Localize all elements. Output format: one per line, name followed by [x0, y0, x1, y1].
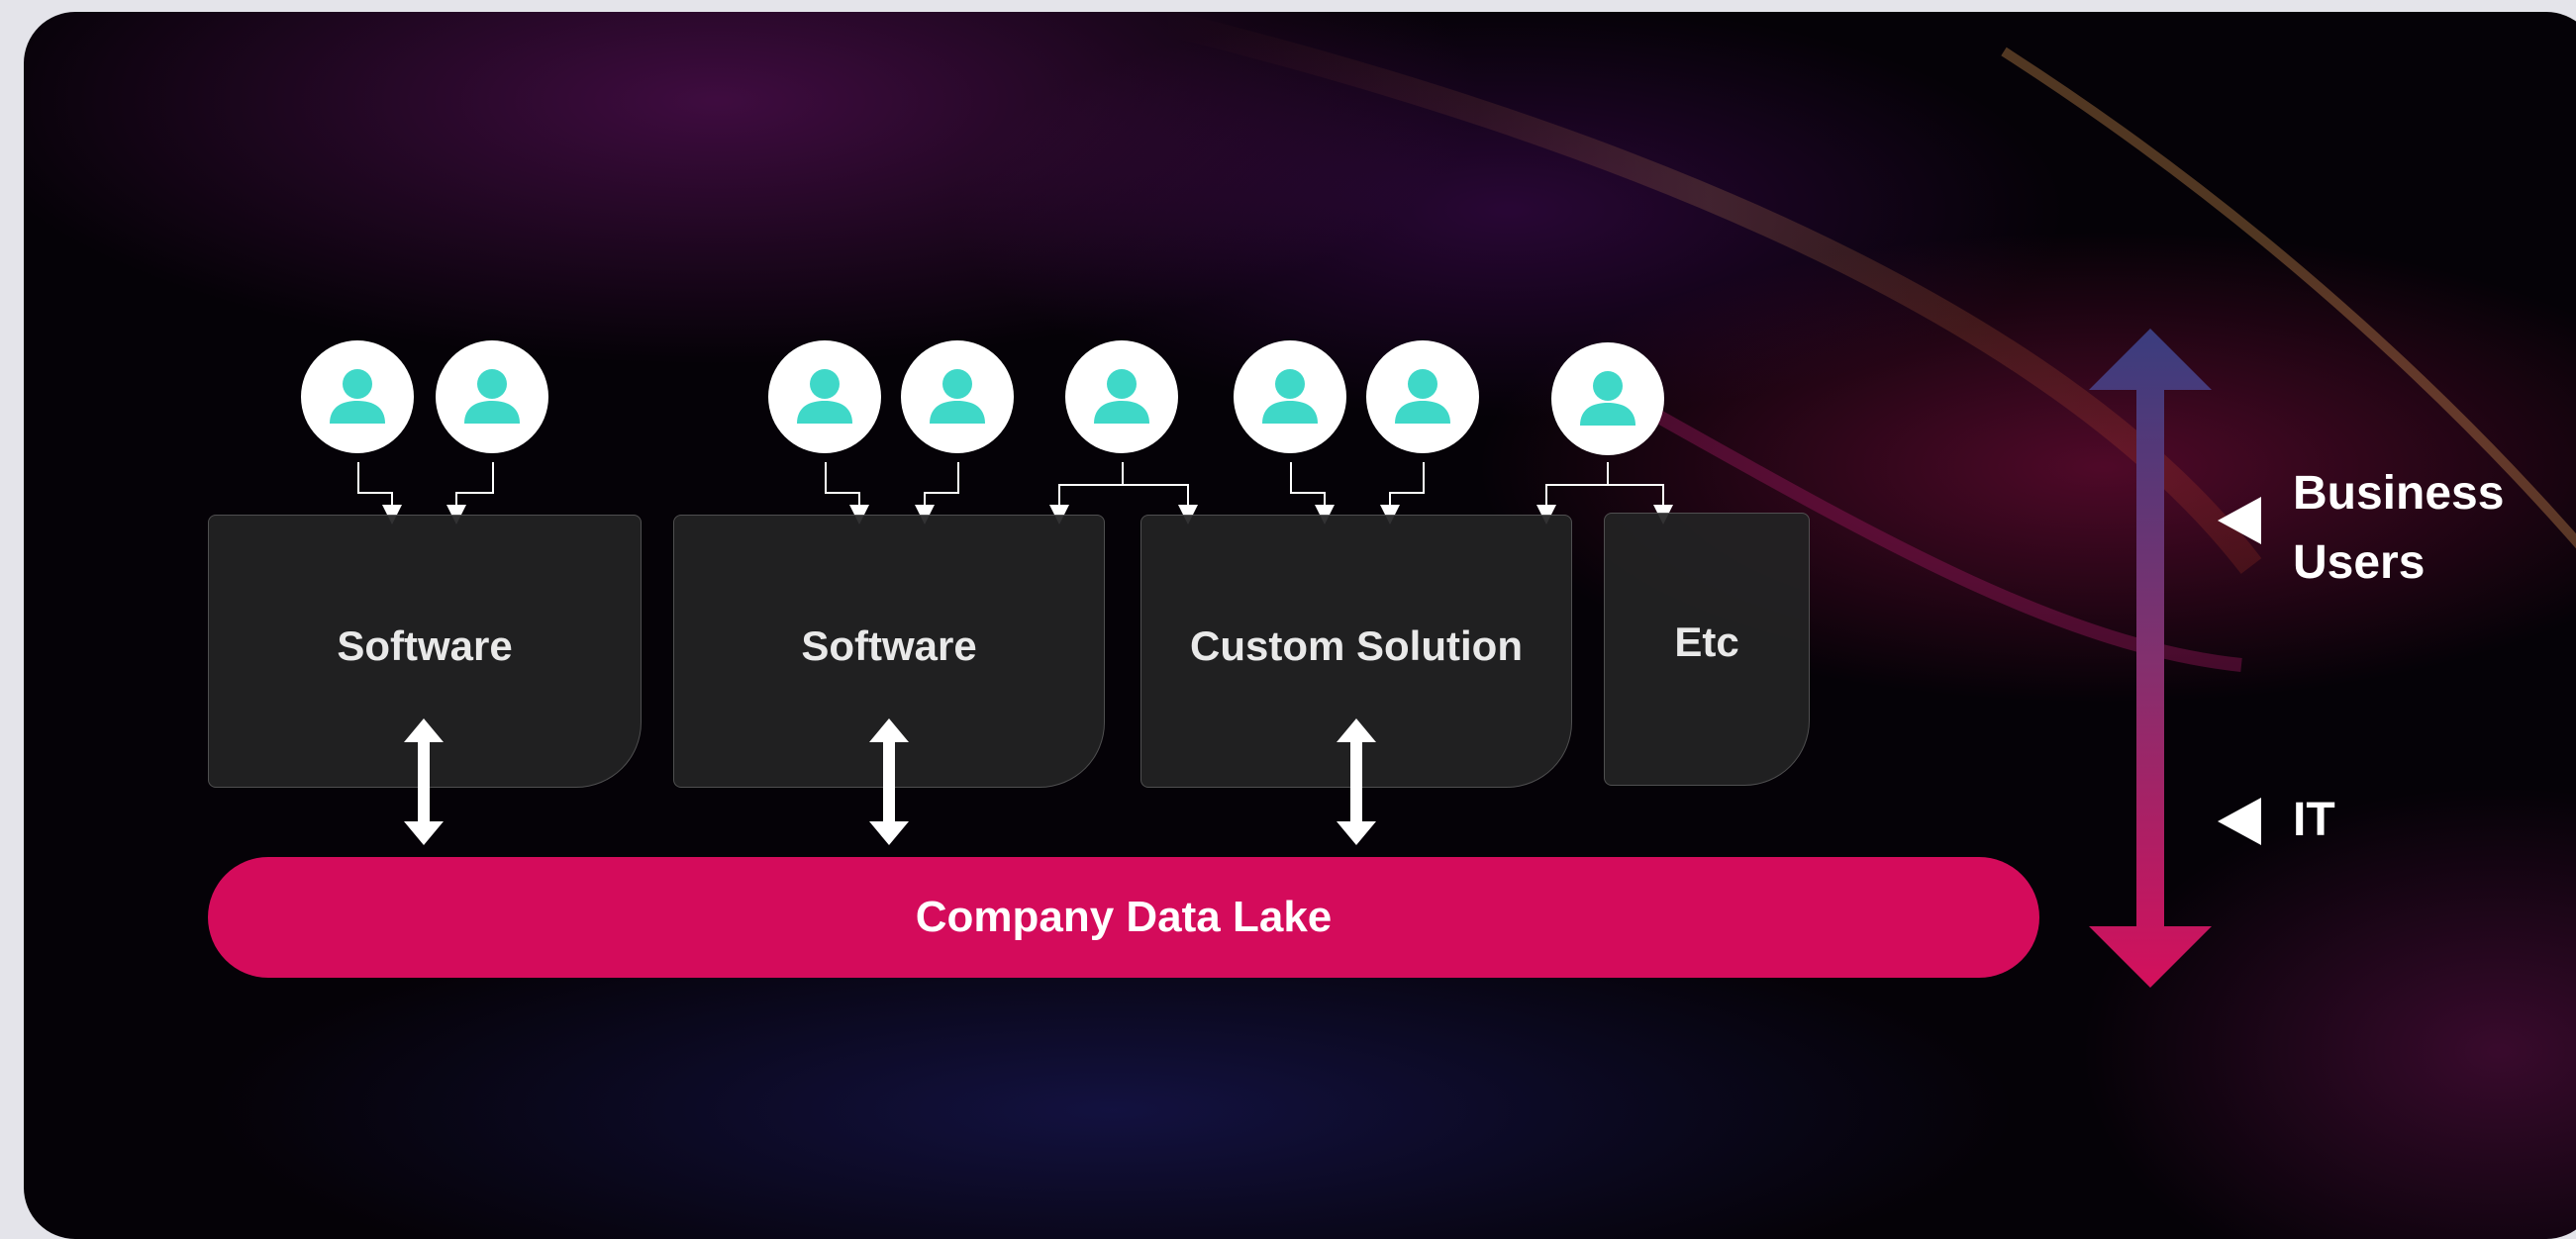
user-avatar-icon [436, 340, 548, 453]
box-label: Software [337, 622, 513, 669]
bidirectional-arrow-icon [869, 718, 909, 845]
user-avatar-icon [1065, 340, 1178, 453]
user-avatar-icon [901, 340, 1014, 453]
pointer-triangle-icon [2218, 798, 2261, 845]
it-label: IT [2293, 794, 2335, 846]
software-box: Software [673, 515, 1105, 788]
user-avatar-icon [1551, 342, 1664, 455]
business-users-label: Business Users [2293, 467, 2505, 589]
bidirectional-arrow-icon [1337, 718, 1376, 845]
box-label: Custom Solution [1190, 622, 1523, 669]
box-label: Software [801, 622, 977, 669]
connector-line [915, 462, 959, 524]
user-avatar-icon [1234, 340, 1346, 453]
user-avatar-icon [301, 340, 414, 453]
user-avatar-icon [768, 340, 881, 453]
slide-canvas: Software Software Custom Solution Etc Co… [24, 12, 2576, 1239]
etc-box: Etc [1604, 513, 1810, 786]
connector-line [446, 462, 494, 524]
bidirectional-arrow-icon [404, 718, 444, 845]
connector-line [1536, 462, 1609, 524]
company-data-lake-bar: Company Data Lake [208, 857, 2039, 978]
connector-line [1608, 484, 1673, 524]
user-connectors [357, 462, 1673, 524]
architecture-diagram: Software Software Custom Solution Etc Co… [24, 12, 2576, 1239]
connector-line [1049, 462, 1124, 524]
connector-line [1290, 462, 1335, 524]
business-it-scale-arrow-icon [2089, 329, 2212, 988]
pointer-triangle-icon [2218, 497, 2261, 544]
connector-line [825, 462, 869, 524]
data-lake-label: Company Data Lake [915, 893, 1333, 941]
connector-line [1123, 484, 1198, 524]
connector-line [357, 462, 402, 524]
user-avatar-icon [1366, 340, 1479, 453]
box-label: Etc [1674, 619, 1739, 665]
connector-line [1380, 462, 1425, 524]
